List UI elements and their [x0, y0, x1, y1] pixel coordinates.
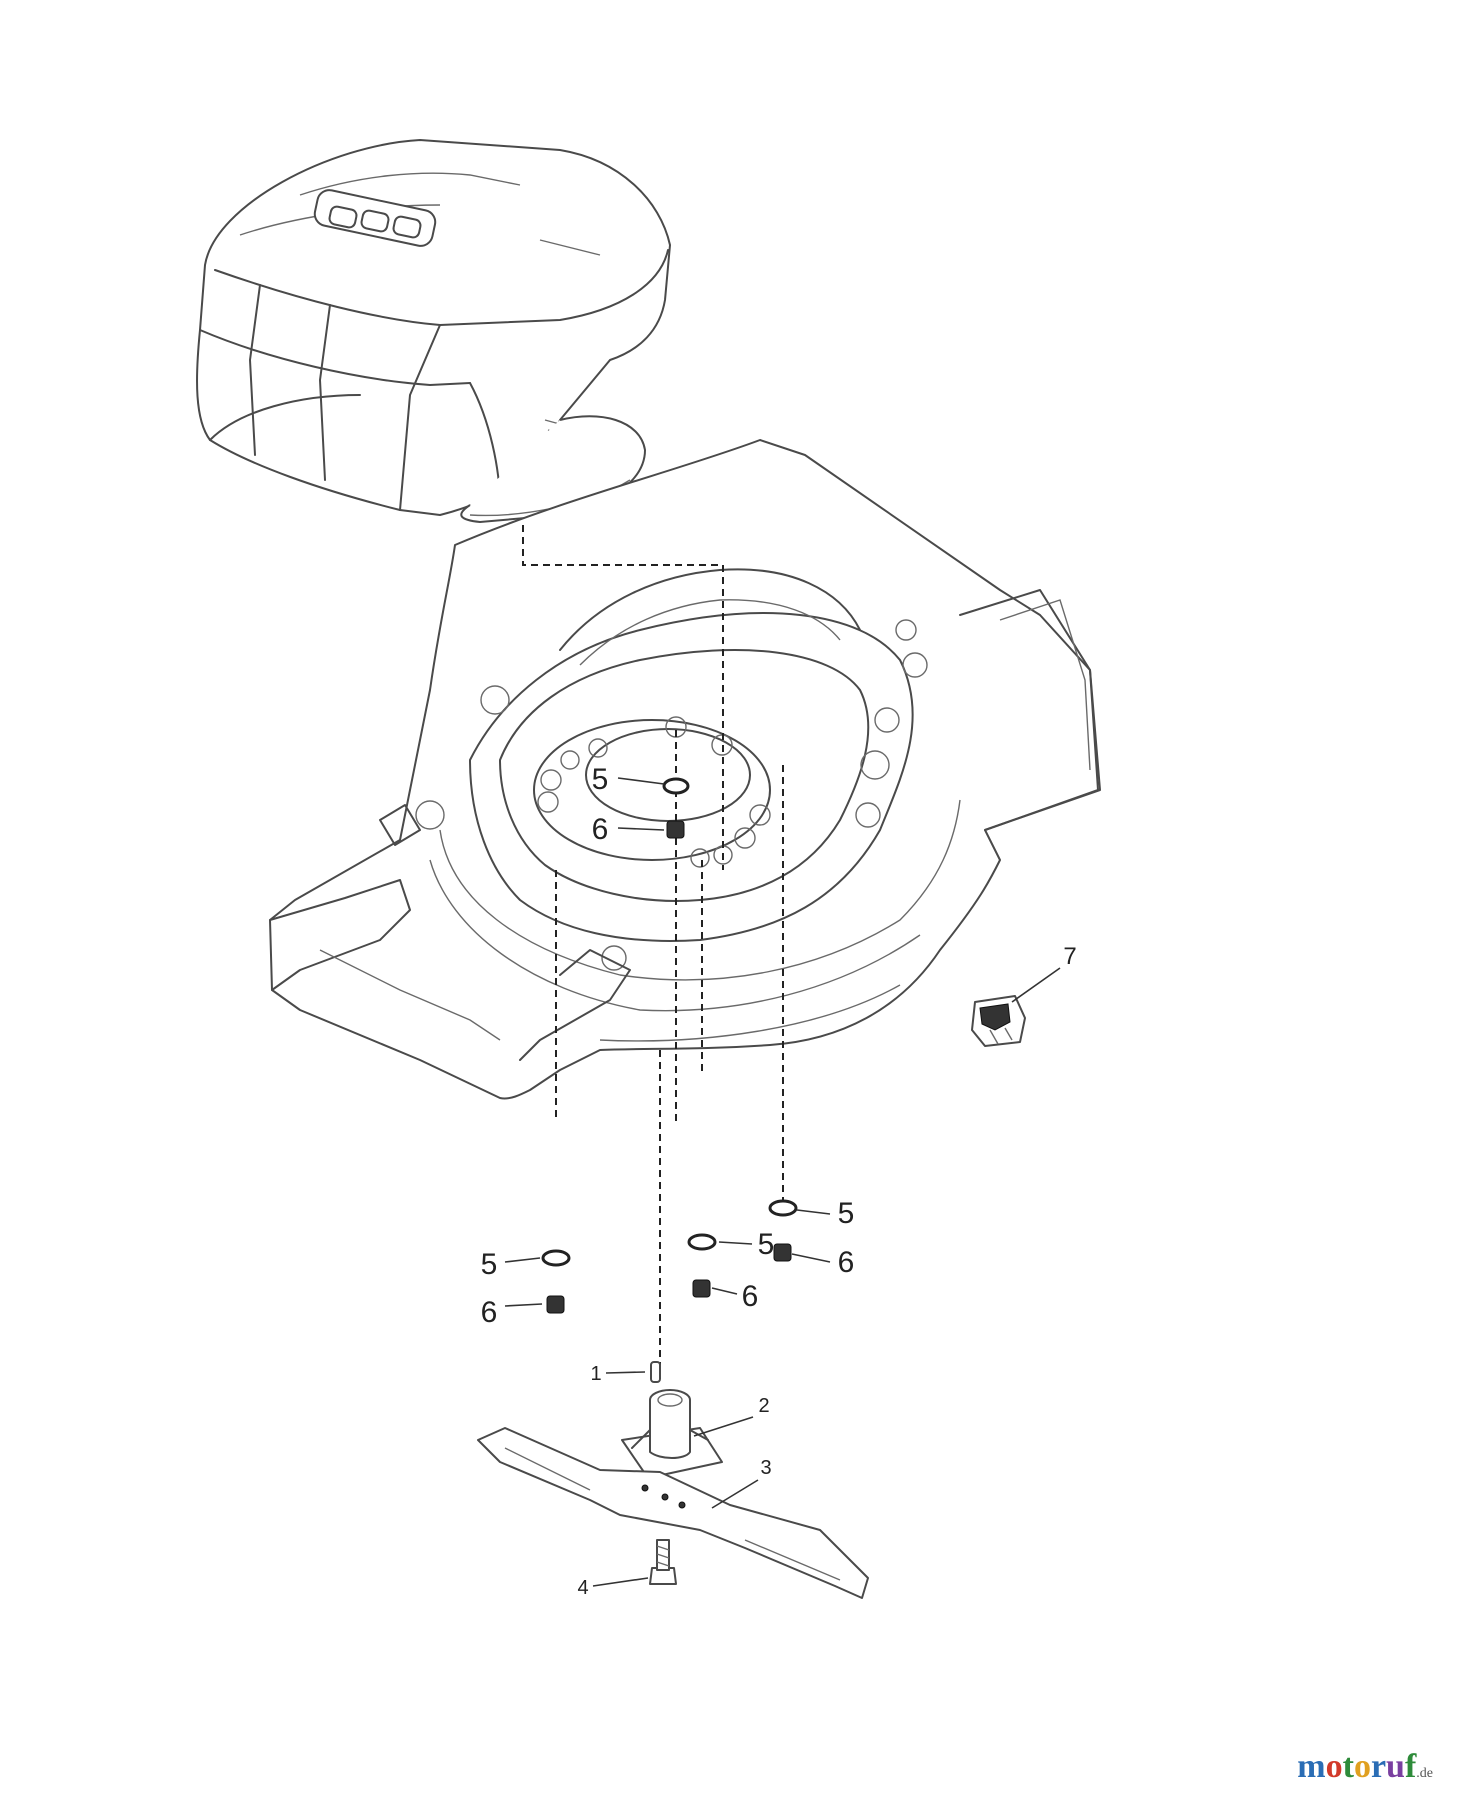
callout-6-left: 6 — [481, 1296, 498, 1329]
watermark-letter: u — [1386, 1748, 1405, 1785]
watermark-letter: m — [1297, 1748, 1326, 1785]
callout-6-upper: 6 — [592, 813, 609, 846]
callout-6-right: 6 — [838, 1246, 855, 1279]
motor-cover — [196, 139, 671, 523]
callout-7: 7 — [1063, 943, 1076, 970]
watermark-letter: r — [1370, 1748, 1387, 1785]
callout-3: 3 — [760, 1457, 771, 1479]
assembly-lines — [522, 525, 784, 1370]
blade-assembly — [477, 1361, 869, 1599]
watermark-letter: f — [1404, 1748, 1417, 1785]
mower-deck — [269, 439, 1101, 1100]
callout-4: 4 — [577, 1577, 588, 1599]
callout-2: 2 — [758, 1395, 769, 1417]
callout-labels: 5 6 5 6 5 6 5 6 1 2 3 4 7 — [481, 763, 1077, 1599]
watermark-letter: t — [1342, 1748, 1354, 1785]
watermark-logo: motoruf.de — [1297, 1748, 1433, 1786]
fasteners — [541, 777, 798, 1314]
watermark-letter: o — [1353, 1748, 1371, 1785]
callout-5-right: 5 — [838, 1197, 855, 1230]
callout-6-middle: 6 — [742, 1280, 759, 1313]
callout-1: 1 — [590, 1363, 601, 1385]
watermark-letter: o — [1325, 1748, 1343, 1785]
blade-clip-part — [971, 995, 1026, 1047]
callout-5-middle: 5 — [758, 1228, 775, 1261]
callout-5-left: 5 — [481, 1248, 498, 1281]
leader-lines — [504, 777, 1061, 1587]
watermark-suffix: .de — [1416, 1766, 1433, 1781]
callout-5-upper: 5 — [592, 763, 609, 796]
